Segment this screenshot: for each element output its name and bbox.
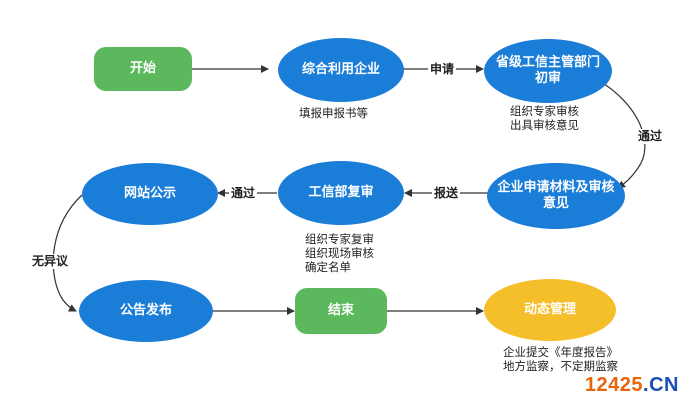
note-fill-form: 填报申报书等 <box>299 106 368 120</box>
watermark-logo: 12425.CN <box>585 374 679 397</box>
arrow-website-to-announcement <box>52 194 83 312</box>
edge-label-no-objection: 无异议 <box>30 254 71 269</box>
watermark-number: 12425 <box>584 374 644 396</box>
note-line: 地方监察，不定期监察 <box>503 359 618 373</box>
note-line: 企业提交《年度报告》 <box>503 345 618 359</box>
dynamic-management-node: 动态管理 <box>484 279 616 341</box>
province-review-node: 省级工信主管部门 初审 <box>484 39 612 103</box>
note-line: 确定名单 <box>305 260 351 274</box>
edge-label-pass-right: 通过 <box>636 129 665 144</box>
note-line: 组织专家审核 <box>510 104 579 118</box>
note-line: 出具审核意见 <box>510 118 579 132</box>
arrow-province-to-materials <box>597 79 646 189</box>
note-ministry: 组织专家复审 组织现场审核 确定名单 <box>305 232 374 274</box>
ministry-review-node: 工信部复审 <box>278 161 404 225</box>
enterprise-node: 综合利用企业 <box>278 38 404 102</box>
end-node: 结束 <box>295 288 387 334</box>
materials-review-node: 企业申请材料及审核 意见 <box>487 163 625 229</box>
announcement-node: 公告发布 <box>79 280 213 342</box>
start-node: 开始 <box>94 47 192 91</box>
note-line: 填报申报书等 <box>299 106 368 120</box>
note-line: 组织专家复审 <box>305 232 374 246</box>
note-dynamic: 企业提交《年度报告》 地方监察，不定期监察 <box>503 345 618 373</box>
note-line: 组织现场审核 <box>305 246 374 260</box>
edge-label-apply: 申请 <box>428 62 457 77</box>
watermark-cn: CN <box>649 374 679 396</box>
note-province: 组织专家审核 出具审核意见 <box>510 104 579 132</box>
watermark-dot: . <box>643 374 650 396</box>
edge-label-pass-left: 通过 <box>229 186 258 201</box>
website-publicity-node: 网站公示 <box>82 163 218 225</box>
edge-label-submit: 报送 <box>432 186 461 201</box>
